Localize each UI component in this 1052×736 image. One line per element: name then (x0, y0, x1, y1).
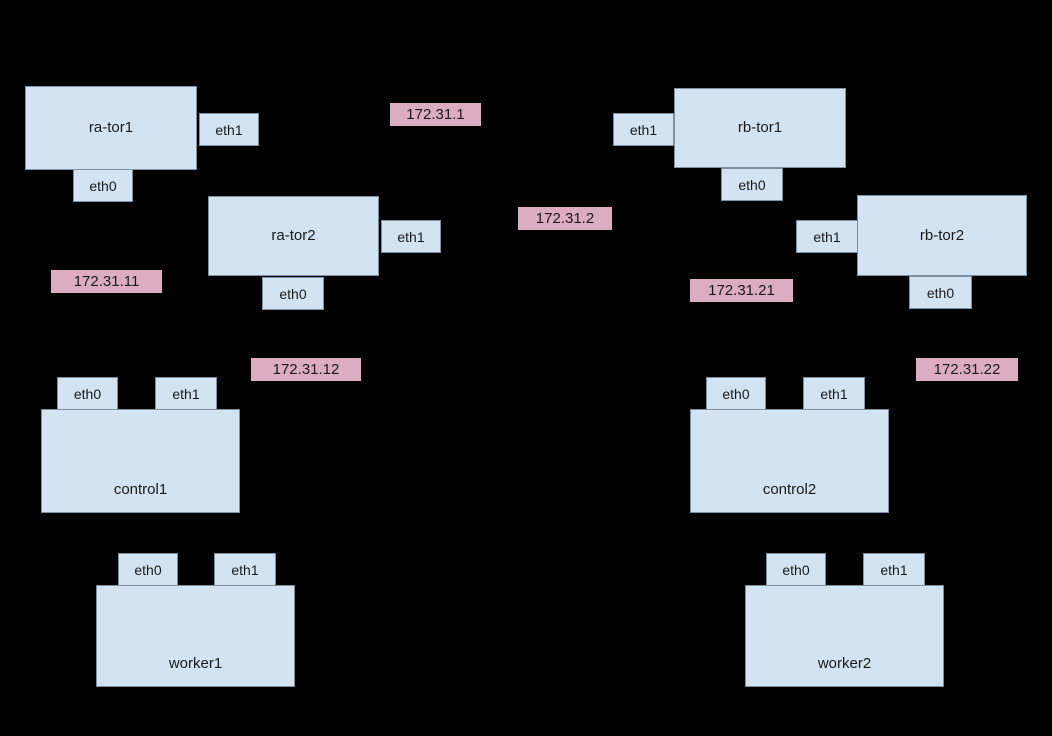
ip-label-172-31-12[interactable]: 172.31.12 (251, 358, 361, 381)
interface-rb-tor1-eth0[interactable]: eth0 (721, 168, 783, 201)
interface-ra-tor1-eth0[interactable]: eth0 (73, 169, 133, 202)
interface-control1-eth0[interactable]: eth0 (57, 377, 118, 410)
ip-label-text: 172.31.22 (933, 361, 1001, 378)
node-label-worker1: worker1 (168, 655, 223, 672)
interface-label: eth1 (880, 561, 908, 578)
interface-label: eth0 (722, 385, 750, 402)
node-rb-tor1[interactable]: rb-tor1 (674, 88, 846, 168)
ip-label-172-31-11[interactable]: 172.31.11 (51, 270, 162, 293)
node-ra-tor2[interactable]: ra-tor2 (208, 196, 379, 276)
interface-worker2-eth1[interactable]: eth1 (863, 553, 925, 586)
node-label-control2: control2 (762, 481, 817, 498)
ip-label-172-31-21[interactable]: 172.31.21 (690, 279, 793, 302)
interface-label: eth0 (89, 177, 117, 194)
interface-rb-tor2-eth0[interactable]: eth0 (909, 276, 972, 309)
interface-label: eth0 (926, 284, 955, 301)
ip-label-text: 172.31.1 (406, 106, 465, 123)
interface-label: eth1 (215, 121, 243, 138)
interface-label: eth1 (231, 561, 259, 578)
interface-control2-eth0[interactable]: eth0 (706, 377, 766, 410)
interface-worker2-eth0[interactable]: eth0 (766, 553, 826, 586)
node-ra-tor1[interactable]: ra-tor1 (25, 86, 197, 170)
node-control1[interactable]: control1 (41, 409, 240, 513)
interface-label: eth1 (813, 228, 841, 245)
interface-ra-tor2-eth0[interactable]: eth0 (262, 277, 324, 310)
interface-label: eth1 (397, 228, 425, 245)
node-label-control1: control1 (113, 481, 168, 498)
interface-worker1-eth1[interactable]: eth1 (214, 553, 276, 586)
node-label-rb-tor2: rb-tor2 (919, 226, 965, 244)
interface-label: eth0 (738, 176, 766, 193)
interface-control1-eth1[interactable]: eth1 (155, 377, 217, 410)
ip-label-172-31-1[interactable]: 172.31.1 (390, 103, 481, 126)
interface-label: eth0 (782, 561, 810, 578)
interface-label: eth1 (172, 385, 200, 402)
ip-label-172-31-22[interactable]: 172.31.22 (916, 358, 1018, 381)
ip-label-text: 172.31.21 (708, 282, 775, 299)
node-label-worker2: worker2 (817, 655, 872, 672)
ip-label-text: 172.31.2 (535, 210, 595, 227)
interface-label: eth0 (134, 561, 162, 578)
node-rb-tor2[interactable]: rb-tor2 (857, 195, 1027, 276)
interface-rb-tor2-eth1[interactable]: eth1 (796, 220, 858, 253)
node-label-ra-tor2: ra-tor2 (271, 227, 316, 244)
interface-label: eth0 (279, 285, 307, 302)
interface-rb-tor1-eth1[interactable]: eth1 (613, 113, 674, 146)
interface-label: eth1 (820, 385, 848, 402)
node-control2[interactable]: control2 (690, 409, 889, 513)
interface-ra-tor2-eth1[interactable]: eth1 (381, 220, 441, 253)
node-worker1[interactable]: worker1 (96, 585, 295, 687)
interface-label: eth1 (629, 121, 658, 138)
node-worker2[interactable]: worker2 (745, 585, 944, 687)
node-label-ra-tor1: ra-tor1 (88, 119, 134, 136)
interface-label: eth0 (73, 385, 102, 402)
ip-label-text: 172.31.11 (73, 273, 140, 290)
interface-control2-eth1[interactable]: eth1 (803, 377, 865, 410)
ip-label-172-31-2[interactable]: 172.31.2 (518, 207, 612, 230)
interface-ra-tor1-eth1[interactable]: eth1 (199, 113, 259, 146)
ip-label-text: 172.31.12 (272, 361, 340, 378)
interface-worker1-eth0[interactable]: eth0 (118, 553, 178, 586)
node-label-rb-tor1: rb-tor1 (737, 119, 783, 136)
